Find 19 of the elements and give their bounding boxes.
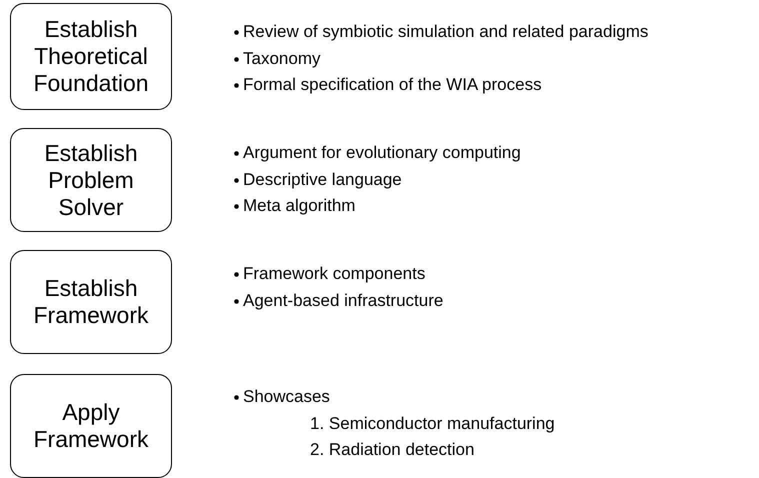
process-box	[10, 3, 172, 110]
bullet-item: Showcases	[243, 387, 330, 407]
bullet-item: Framework components	[243, 264, 426, 284]
box-label: Establish Framework	[32, 275, 150, 329]
bullet-item: Meta algorithm	[243, 196, 356, 216]
bullet-item: Formal specification of the WIA process	[243, 75, 542, 95]
box-label: Establish Problem Solver	[43, 140, 139, 220]
numbered-item: 1. Semiconductor manufacturing	[310, 414, 555, 434]
bullet-item: Taxonomy	[243, 48, 320, 68]
bullet-item: Agent-based infrastructure	[243, 290, 444, 310]
numbered-item: 2. Radiation detection	[310, 440, 474, 460]
bullet-item: Review of symbiotic simulation and related paradigms	[243, 22, 648, 42]
process-box	[10, 374, 172, 478]
box-label: Apply Framework	[32, 399, 150, 453]
process-box	[10, 250, 172, 354]
bullet-item: Descriptive language	[243, 170, 402, 190]
process-box	[10, 128, 172, 232]
bullet-item: Argument for evolutionary computing	[243, 143, 521, 163]
box-label: Establish Theoretical Foundation	[32, 16, 150, 97]
